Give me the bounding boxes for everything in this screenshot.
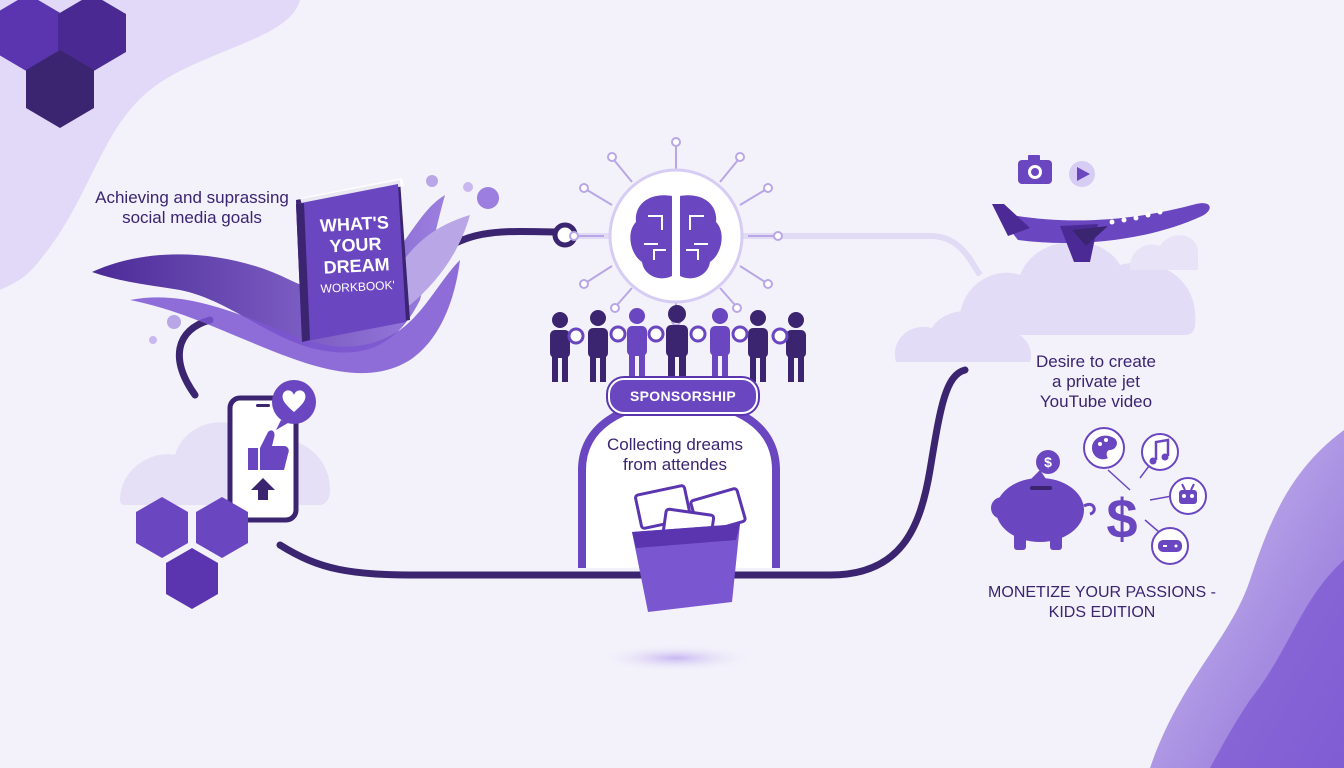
jet-label-line-1: Desire to create <box>1036 352 1156 371</box>
palette-icon <box>1083 427 1125 469</box>
jet-label-line-2: a private jet <box>1052 372 1140 391</box>
play-icon <box>1069 161 1095 187</box>
robot-icon <box>1169 477 1207 515</box>
hexagon-icon <box>0 0 126 128</box>
music-icon <box>1141 433 1179 471</box>
monetize-label-line-2: KIDS EDITION <box>1048 604 1156 621</box>
person-badge <box>567 325 789 345</box>
goals-label-line-2: social media goals <box>122 208 262 227</box>
book-icon <box>296 178 410 342</box>
heart-icon <box>272 380 316 430</box>
goals-label-line-1: Achieving and suprassing <box>95 188 289 207</box>
goals-label: Achieving and suprassing social media go… <box>92 188 292 228</box>
journey-path-light <box>575 233 983 277</box>
jet-label-line-3: YouTube video <box>1039 392 1153 411</box>
cloud-icon <box>1129 235 1198 270</box>
game-icon <box>1151 527 1189 565</box>
collecting-label-line-2: from attendes <box>623 455 727 474</box>
monetize-label-line-1: MONETIZE YOUR PASSIONS - <box>988 584 1216 601</box>
airplane-icon <box>992 203 1210 262</box>
hexagon-icon <box>136 497 248 609</box>
journey-path <box>276 366 969 579</box>
camera-icon <box>1018 155 1052 184</box>
book-title-line-3: DREAM <box>323 254 391 278</box>
svg-text:$: $ <box>1044 454 1052 470</box>
person-icon <box>550 305 806 382</box>
thumbs-up-icon <box>248 430 289 470</box>
dollar-icon: $ <box>1106 487 1137 550</box>
svg-text:$: $ <box>1106 487 1137 550</box>
piggy-bank-icon <box>991 470 1096 550</box>
sponsorship-badge: SPONSORSHIP <box>608 378 758 414</box>
jet-label: Desire to create a private jet YouTube v… <box>1008 352 1184 412</box>
box-icon <box>632 484 747 612</box>
book-title: WHAT'S YOUR DREAM WORKBOOK' <box>306 212 406 298</box>
dollar-icon: $ <box>1036 450 1060 474</box>
collecting-label-line-1: Collecting dreams <box>606 435 744 454</box>
arrow-up-icon <box>251 478 275 500</box>
brain-icon <box>569 137 783 326</box>
journey-path <box>176 316 214 399</box>
collecting-label: Collecting dreams from attendes <box>600 435 750 475</box>
monetize-label: MONETIZE YOUR PASSIONS - KIDS EDITION <box>982 583 1222 623</box>
